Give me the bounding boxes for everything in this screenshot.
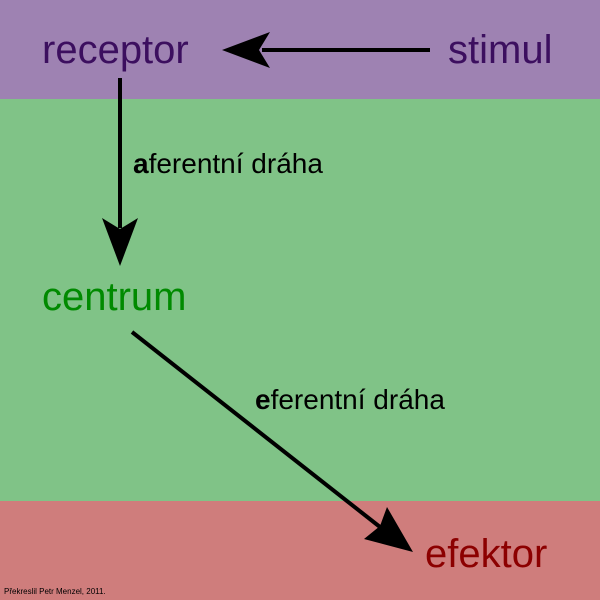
band-efektor-zone [0, 501, 600, 600]
arrow-stimul-to-receptor [222, 32, 430, 68]
afferent-rest-text: ferentní dráha [148, 148, 323, 179]
efferent-lead-letter: e [255, 384, 271, 415]
afferent-lead-letter: a [133, 148, 149, 179]
label-efferent-path: eferentní dráha [255, 386, 445, 414]
arrow-receptor-to-centrum [102, 78, 138, 266]
node-efektor: efektor [425, 532, 548, 576]
node-centrum: centrum [42, 275, 187, 319]
credit-text: Překreslil Petr Menzel, 2011. [4, 587, 106, 596]
node-stimul: stimul [448, 28, 553, 72]
efferent-rest-text: ferentní dráha [270, 384, 445, 415]
label-afferent-path: aferentní dráha [133, 150, 323, 178]
arrow-centrum-to-efektor [130, 330, 413, 552]
band-centrum-zone [0, 99, 600, 501]
node-receptor: receptor [42, 28, 189, 72]
